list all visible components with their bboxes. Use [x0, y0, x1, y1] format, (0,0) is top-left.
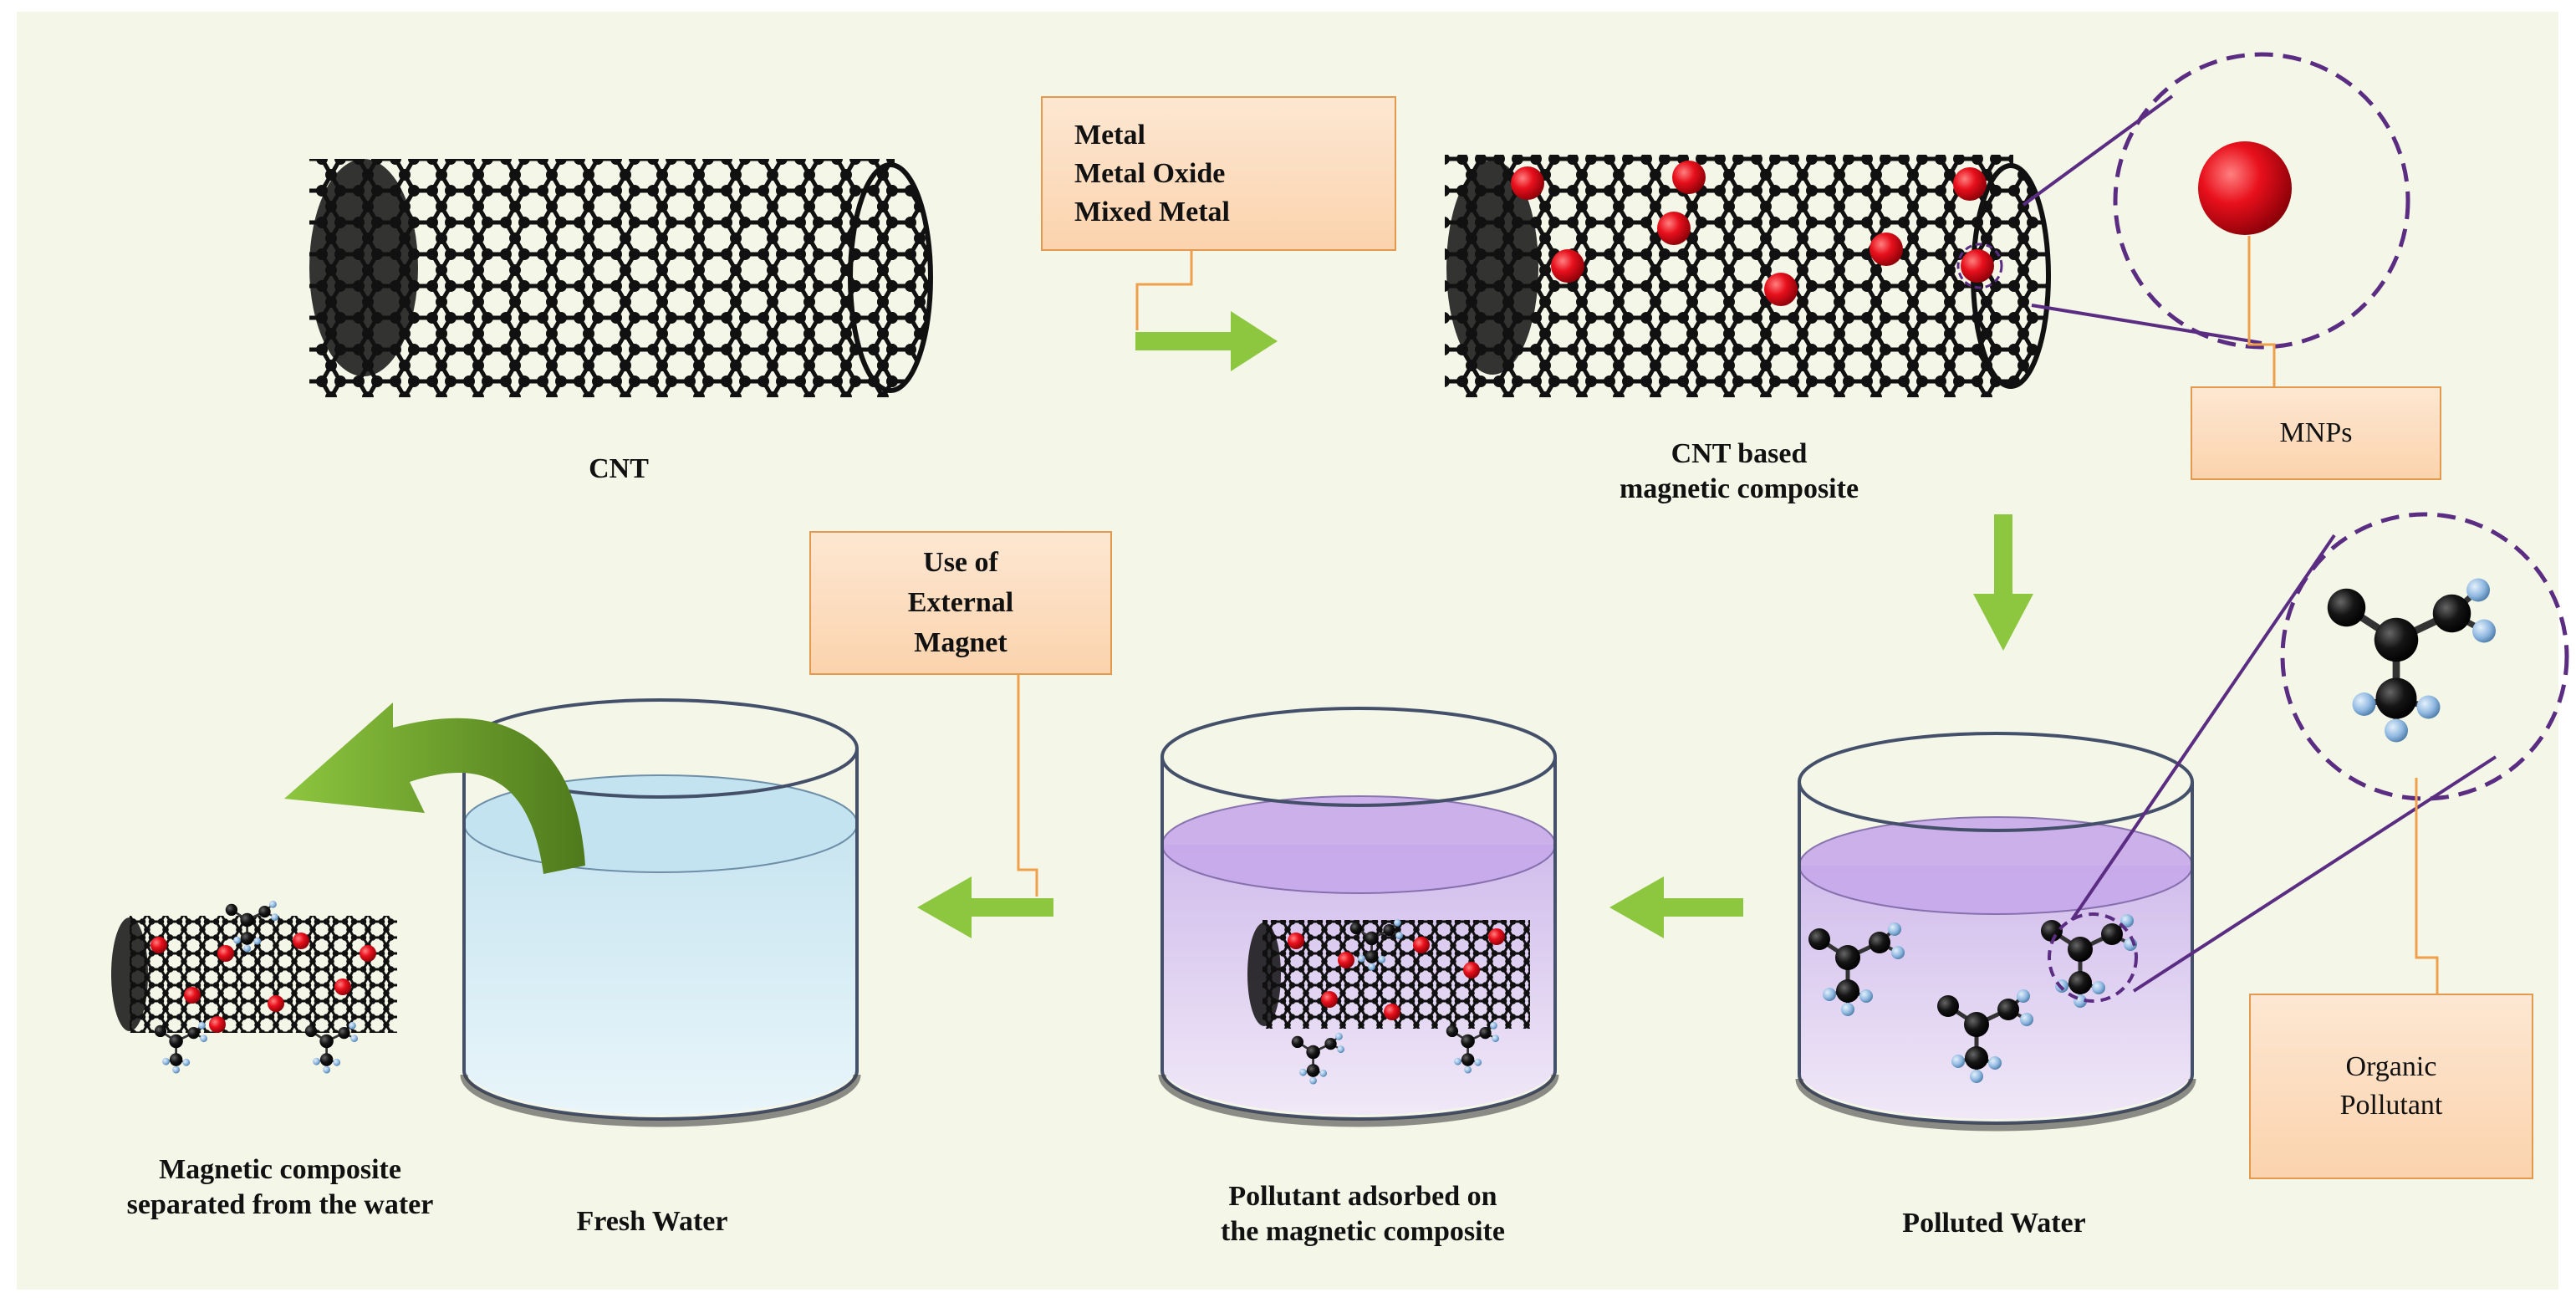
metal-callout: Metal Metal Oxide Mixed Metal	[1041, 96, 1396, 251]
composite-label: CNT based magnetic composite	[1580, 437, 1898, 507]
metal-callout-line2: Metal Oxide	[1074, 157, 1226, 189]
fresh-water-label: Fresh Water	[576, 1206, 728, 1237]
loaded-composite-icon	[1247, 917, 1530, 1086]
adsorbed-label-line1: Pollutant adsorbed on	[1228, 1181, 1497, 1212]
composite-label-line2: magnetic composite	[1619, 473, 1859, 504]
callout-leader-line	[1017, 673, 1038, 897]
cnt-label: CNT	[589, 453, 649, 484]
curved-arrow-icon	[284, 703, 585, 874]
carbon-nanotube-icon	[309, 159, 933, 397]
adsorbed-label-line2: the magnetic composite	[1221, 1216, 1505, 1247]
adsorbed-label: Pollutant adsorbed on the magnetic compo…	[1162, 1179, 1563, 1249]
callout-leader-line	[2415, 778, 2439, 994]
composite-label-line1: CNT based	[1671, 438, 1808, 469]
polluted-water-label: Polluted Water	[1902, 1208, 2086, 1239]
arrow-icon	[1135, 311, 1278, 371]
zoom-circle	[2048, 912, 2138, 1003]
mnps-callout-text: MNPs	[2279, 417, 2353, 448]
magnet-callout: Use of External Magnet	[809, 531, 1112, 675]
arrow-icon	[917, 876, 1053, 938]
zoom-line	[2031, 304, 2262, 345]
metal-callout-line3: Mixed Metal	[1074, 196, 1230, 227]
pollutant-callout-line2: Pollutant	[2339, 1090, 2443, 1121]
mnps-callout: MNPs	[2191, 386, 2441, 480]
separated-composite-icon	[111, 899, 397, 1075]
zoom-circle	[2280, 512, 2569, 801]
separated-label-line2: separated from the water	[126, 1189, 434, 1220]
magnetic-composite-icon	[1445, 155, 2051, 397]
callout-leader-line	[2247, 236, 2276, 386]
arrow-icon	[1973, 514, 2033, 651]
pollutant-callout-line1: Organic	[2345, 1051, 2437, 1082]
metal-callout-line1: Metal	[1074, 119, 1145, 151]
magnet-callout-line1: Use of	[923, 547, 998, 578]
callout-leader-line	[1135, 251, 1193, 330]
separated-label-line1: Magnetic composite	[159, 1154, 401, 1185]
separated-label: Magnetic composite separated from the wa…	[79, 1152, 481, 1223]
zoom-line	[2132, 755, 2497, 993]
magnet-callout-line3: Magnet	[914, 627, 1007, 658]
pollutant-callout: Organic Pollutant	[2249, 994, 2533, 1179]
magnetic-nanoparticle-icon	[2198, 141, 2292, 235]
magnet-callout-line2: External	[907, 587, 1014, 618]
arrow-icon	[1609, 876, 1743, 938]
zoom-circle	[2113, 52, 2410, 350]
zoom-line	[2070, 534, 2336, 922]
zoom-line	[2022, 95, 2174, 207]
